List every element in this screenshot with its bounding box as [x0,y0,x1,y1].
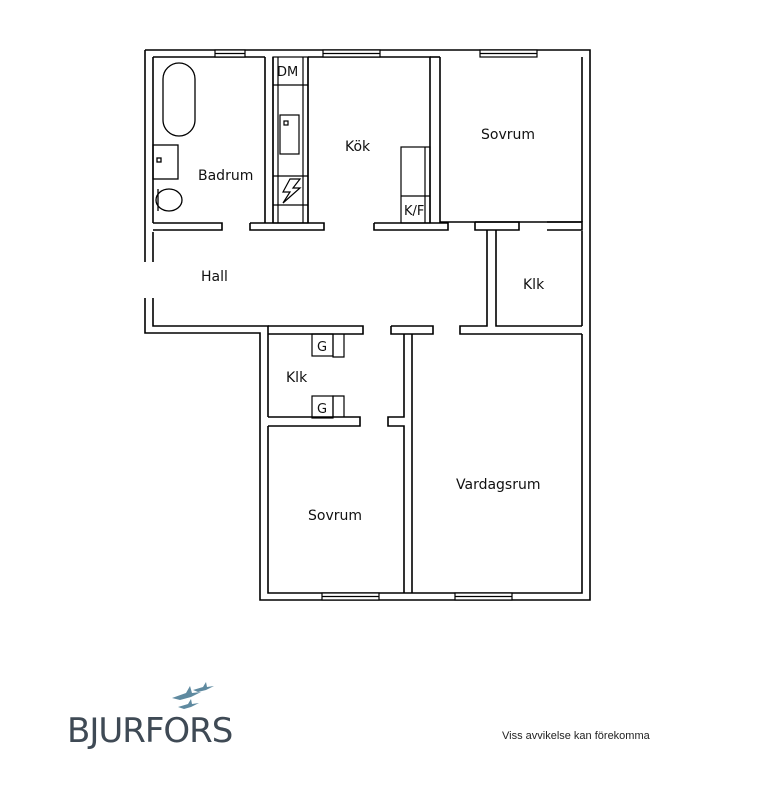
fixture-label-fridge-freezer: K/F [404,204,424,219]
fixture-label-wardrobe-bottom: G [317,402,327,417]
sink-icon [152,144,179,180]
toilet-icon [155,188,183,212]
stove-icon [281,178,302,204]
bathtub-icon [162,62,196,137]
disclaimer-text: Viss avvikelse kan förekomma [502,730,651,742]
fridge-freezer-icon [400,146,431,224]
room-label-sovrum-top: Sovrum [481,127,535,143]
room-label-hall: Hall [201,269,228,285]
bird-logo-icon [172,682,214,709]
wardrobes [311,333,345,419]
room-label-sovrum-bottom: Sovrum [308,508,362,524]
windows [214,49,538,601]
kitchen-fixtures [272,56,431,224]
room-label-vardagsrum: Vardagsrum [456,477,541,493]
room-label-kok: Kök [345,139,371,155]
room-label-badrum: Badrum [198,168,253,184]
fixture-label-dishwasher: DM [277,65,298,80]
kitchen-sink-icon [279,114,300,155]
bathroom-fixtures [152,62,196,212]
room-label-klk-left: Klk [286,370,308,386]
brand-logo-text: BJURFORS [67,711,232,751]
room-label-klk-right: Klk [523,277,545,293]
fixture-label-wardrobe-top: G [317,340,327,355]
